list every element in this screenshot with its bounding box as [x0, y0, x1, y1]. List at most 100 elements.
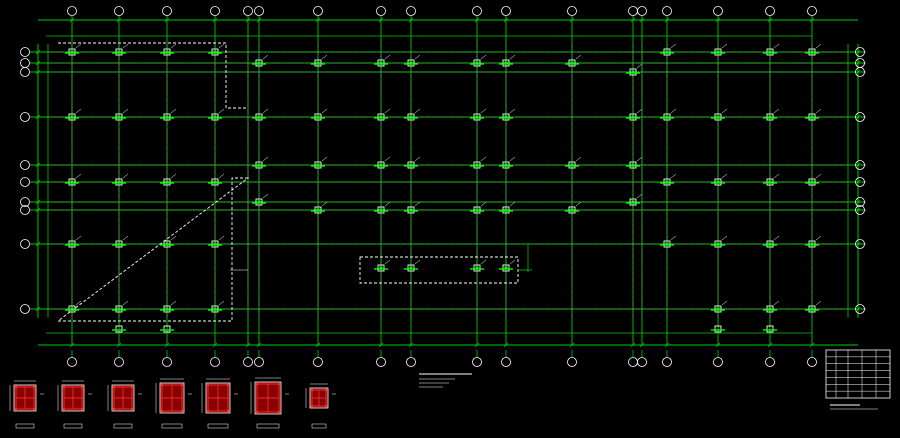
column-marker — [473, 113, 481, 121]
rebar-dot — [226, 383, 230, 387]
column-marker — [766, 178, 774, 186]
grid-bubble-bottom — [567, 357, 577, 367]
column-marker — [314, 59, 322, 67]
column-core — [316, 115, 320, 119]
rebar-dot — [62, 407, 66, 411]
column-core — [631, 200, 635, 204]
column-core — [379, 61, 383, 65]
dimension-tick — [245, 342, 251, 348]
grid-bubble-left — [20, 304, 30, 314]
dimension-tick — [855, 49, 861, 55]
dimension-tick — [116, 17, 122, 23]
dimension-tick — [664, 17, 670, 23]
grid-bubble-left — [20, 205, 30, 215]
column-label-leader — [721, 108, 728, 114]
column-core — [70, 180, 74, 184]
dimension-tick — [35, 241, 41, 247]
column-core — [213, 115, 217, 119]
dimension-tick — [855, 162, 861, 168]
grid-bubble-right — [855, 205, 865, 215]
grid-bubble-bottom — [67, 357, 77, 367]
column-marker — [163, 178, 171, 186]
dimension-tick — [35, 207, 41, 213]
rebar-dot — [112, 407, 116, 411]
section-label-box — [207, 423, 229, 429]
column-label-leader — [262, 156, 269, 162]
column-label-leader — [218, 108, 225, 114]
dimension-tick — [69, 17, 75, 23]
dimension-tick — [855, 207, 861, 213]
column-marker — [314, 161, 322, 169]
column-core — [257, 115, 261, 119]
dimension-tick — [855, 306, 861, 312]
column-label-leader — [773, 108, 780, 114]
dimension-tick — [639, 17, 645, 23]
grid-bubble-right — [855, 239, 865, 249]
column-core — [475, 115, 479, 119]
section-label-box — [311, 423, 327, 429]
section-label-box — [63, 423, 83, 429]
dimension-tick — [809, 342, 815, 348]
grid-bubble-right — [855, 177, 865, 187]
column-marker — [663, 240, 671, 248]
grid-bubble-right — [855, 67, 865, 77]
column-marker — [407, 264, 415, 272]
rebar-dot — [180, 409, 184, 413]
column-core — [379, 163, 383, 167]
column-label-leader — [170, 173, 177, 179]
column-core — [475, 163, 479, 167]
dimension-tick — [35, 162, 41, 168]
column-label-leader — [414, 108, 421, 114]
grid-bubble-top — [243, 6, 253, 16]
grid-bubble-left — [20, 58, 30, 68]
column-label-leader — [170, 235, 177, 241]
column-label-leader — [480, 259, 487, 265]
dimension-tick — [256, 342, 262, 348]
column-core — [665, 242, 669, 246]
rebar-dot — [62, 385, 66, 389]
column-label-leader — [321, 54, 328, 60]
dimension-tick — [767, 342, 773, 348]
column-label-leader — [721, 173, 728, 179]
rebar-dot — [112, 385, 116, 389]
column-label-leader — [384, 259, 391, 265]
column-marker — [68, 305, 76, 313]
grid-bubble-left — [20, 160, 30, 170]
grid-bubble-bottom — [765, 357, 775, 367]
dimension-tick — [569, 342, 575, 348]
column-core — [409, 208, 413, 212]
column-marker — [211, 240, 219, 248]
dimension-tick — [116, 342, 122, 348]
column-core — [475, 266, 479, 270]
column-label-leader — [262, 54, 269, 60]
dimension-tick — [767, 17, 773, 23]
column-label-leader — [218, 43, 225, 49]
column-core — [316, 61, 320, 65]
column-marker — [115, 240, 123, 248]
dimension-tick — [630, 17, 636, 23]
column-label-leader — [480, 54, 487, 60]
column-label-leader — [414, 201, 421, 207]
column-core — [504, 266, 508, 270]
grid-bubble-top — [67, 6, 77, 16]
section-label-box — [161, 423, 183, 429]
column-marker — [808, 305, 816, 313]
column-core — [504, 115, 508, 119]
column-label-leader — [122, 300, 129, 306]
column-marker — [163, 305, 171, 313]
column-core — [316, 208, 320, 212]
column-marker — [766, 240, 774, 248]
column-core — [570, 163, 574, 167]
column-label-leader — [670, 108, 677, 114]
dashed-zone-left — [56, 42, 250, 322]
column-marker — [473, 161, 481, 169]
column-marker — [407, 206, 415, 214]
grid-bubble-top — [114, 6, 124, 16]
column-core — [257, 61, 261, 65]
section-label-box — [256, 423, 280, 429]
column-core — [409, 61, 413, 65]
column-label-leader — [773, 235, 780, 241]
column-marker — [377, 113, 385, 121]
dimension-tick — [35, 69, 41, 75]
dimension-tick — [35, 179, 41, 185]
